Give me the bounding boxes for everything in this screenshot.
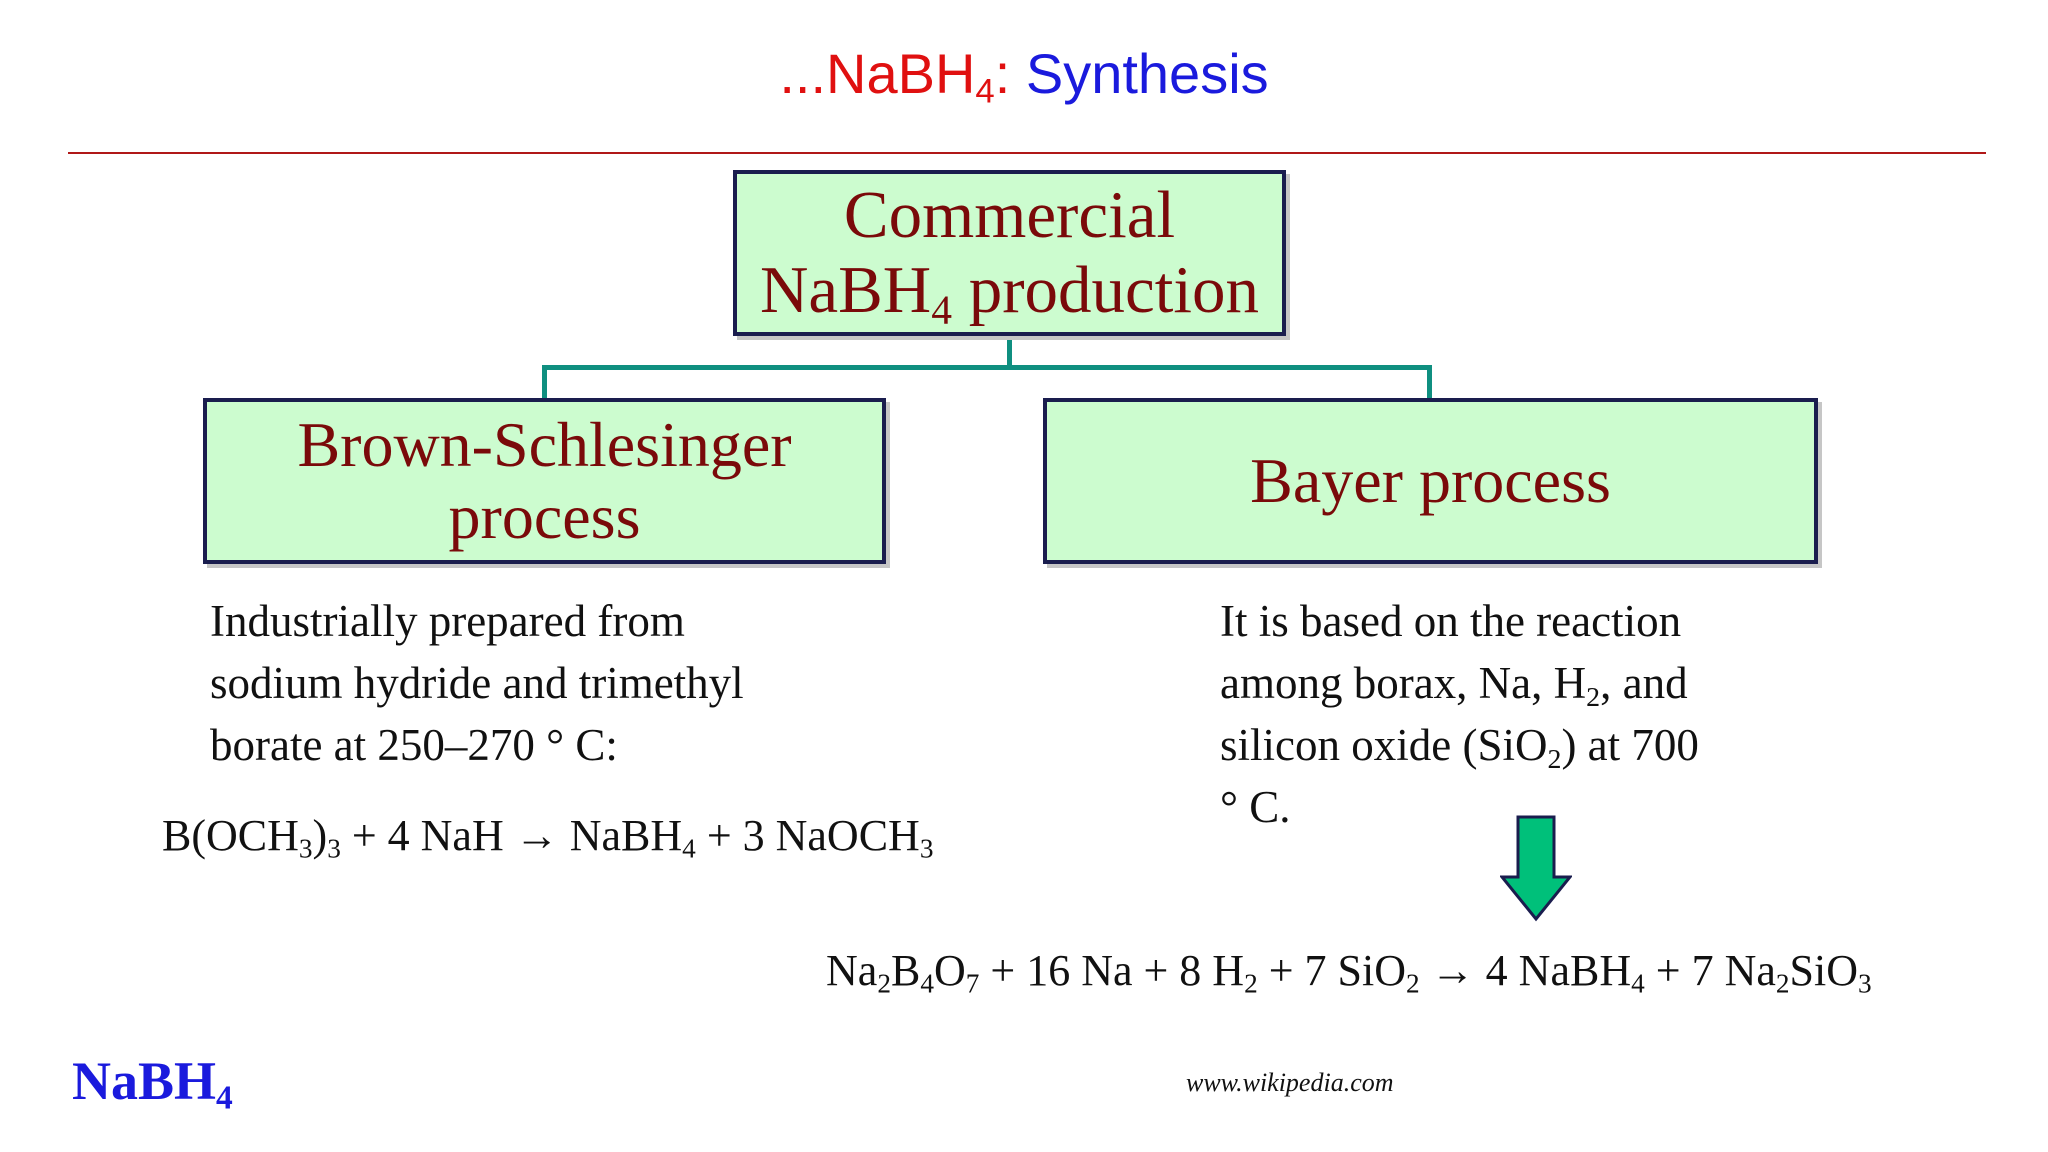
bayer-equation: Na2B4O7 + 16 Na + 8 H2 + 7 SiO2 → 4 NaBH… [826, 946, 1872, 999]
title-colon: : [994, 42, 1011, 105]
title-prefix-sub: 4 [975, 72, 995, 111]
right-text-line: among borax, Na, H2, and [1220, 658, 1688, 713]
left-text-line: borate at 250–270 ° C: [210, 720, 618, 770]
box-left-line2: process [448, 481, 641, 552]
source-citation: www.wikipedia.com [1186, 1068, 1394, 1097]
box-left-line1: Brown-Schlesinger [297, 409, 792, 481]
right-text-line: silicon oxide (SiO2) at 700 [1220, 720, 1699, 775]
connector-bar [542, 365, 1432, 370]
brown-schlesinger-description: Industrially prepared from sodium hydrid… [210, 590, 744, 776]
down-arrow-icon [1500, 815, 1572, 922]
bayer-description: It is based on the reaction among borax,… [1220, 590, 1699, 838]
right-text-line: ° C. [1220, 782, 1291, 832]
connector-right-drop [1427, 365, 1432, 400]
right-text-line: It is based on the reaction [1220, 596, 1682, 646]
connector-left-drop [542, 365, 547, 400]
connector-stem [1007, 336, 1012, 369]
brown-schlesinger-box: Brown-Schlesinger process [203, 398, 886, 564]
title-divider [68, 152, 1986, 154]
box-top-line2: NaBH4 production [760, 253, 1259, 333]
box-right-label: Bayer process [1250, 445, 1611, 517]
brown-schlesinger-equation: B(OCH3)3 + 4 NaH → NaBH4 + 3 NaOCH3 [162, 811, 934, 864]
left-text-line: sodium hydride and trimethyl [210, 658, 744, 708]
title-prefix: ...NaBH [779, 42, 976, 105]
left-text-line: Industrially prepared from [210, 596, 685, 646]
footer-label: NaBH4 [72, 1051, 233, 1117]
title-main: Synthesis [1010, 42, 1269, 105]
bayer-process-box: Bayer process [1043, 398, 1818, 564]
box-top-line1: Commercial [843, 177, 1176, 252]
commercial-production-box: Commercial NaBH4 production [733, 170, 1286, 336]
page-title: ...NaBH4: Synthesis [0, 40, 2048, 109]
